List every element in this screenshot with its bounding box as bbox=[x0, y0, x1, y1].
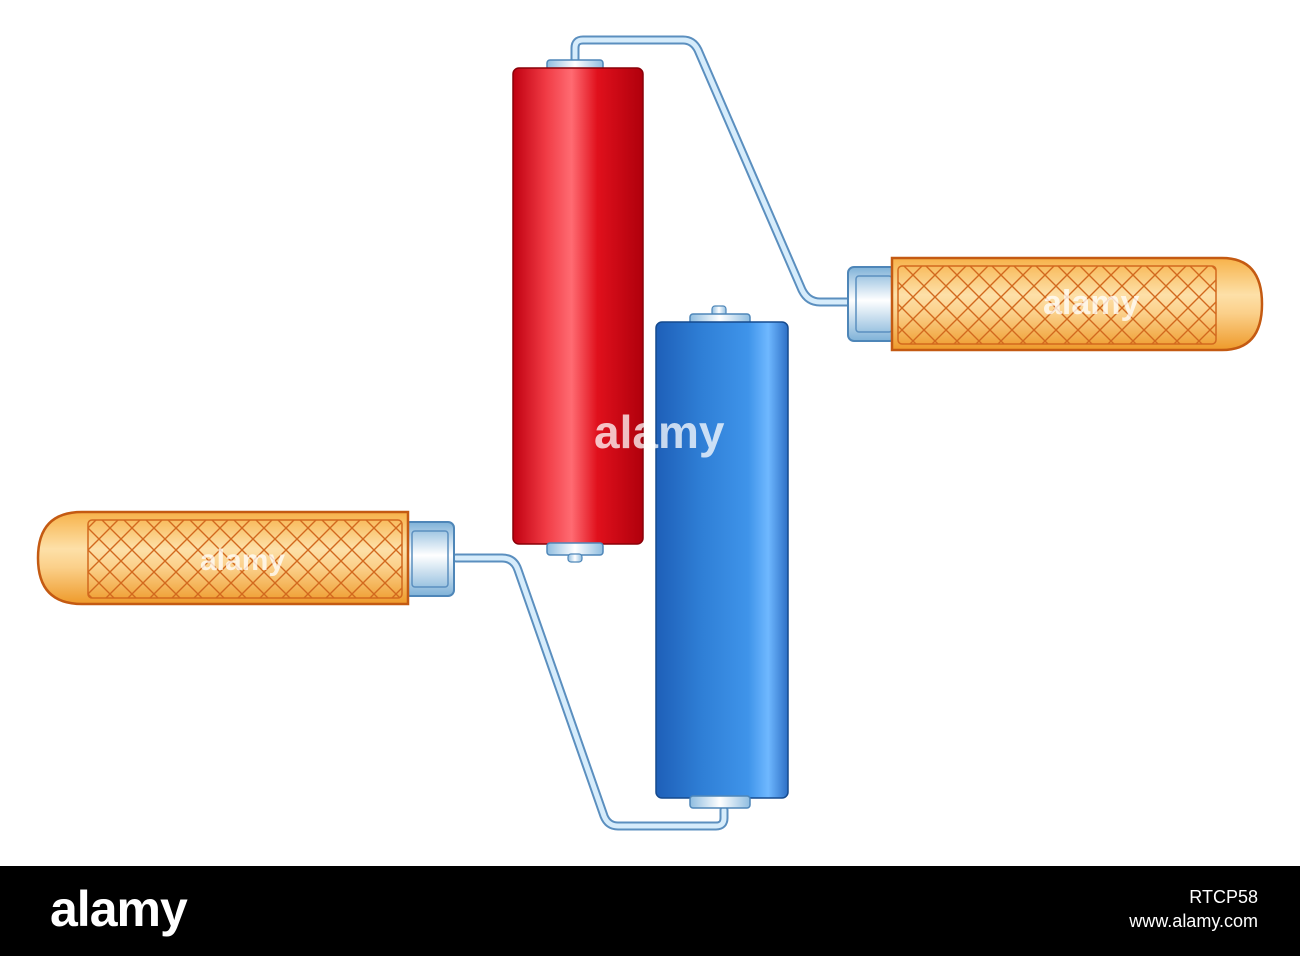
red-paint-roller: alamy bbox=[512, 35, 1264, 563]
blue-roller-cover bbox=[655, 321, 789, 799]
center-watermark: alamy bbox=[594, 406, 725, 458]
left-handle-watermark: alamy bbox=[200, 544, 285, 577]
site-url[interactable]: www.alamy.com bbox=[1129, 911, 1258, 931]
alamy-logo: alamy bbox=[50, 881, 188, 937]
red-roller-bottom-cap bbox=[546, 542, 604, 556]
image-id: RTCP58 bbox=[1189, 887, 1258, 907]
blue-roller-bottom-cap bbox=[689, 795, 751, 809]
handle-watermark: alamy bbox=[1043, 284, 1139, 322]
red-roller-ferrule bbox=[847, 266, 897, 342]
footer-bar: alamy RTCP58 www.alamy.com bbox=[0, 866, 1300, 956]
paint-rollers-illustration: alamy alamy alamy bbox=[36, 35, 1264, 831]
red-roller-cover bbox=[512, 67, 644, 545]
footer-info: RTCP58 www.alamy.com bbox=[1129, 886, 1258, 934]
blue-paint-roller: alamy bbox=[36, 305, 789, 831]
